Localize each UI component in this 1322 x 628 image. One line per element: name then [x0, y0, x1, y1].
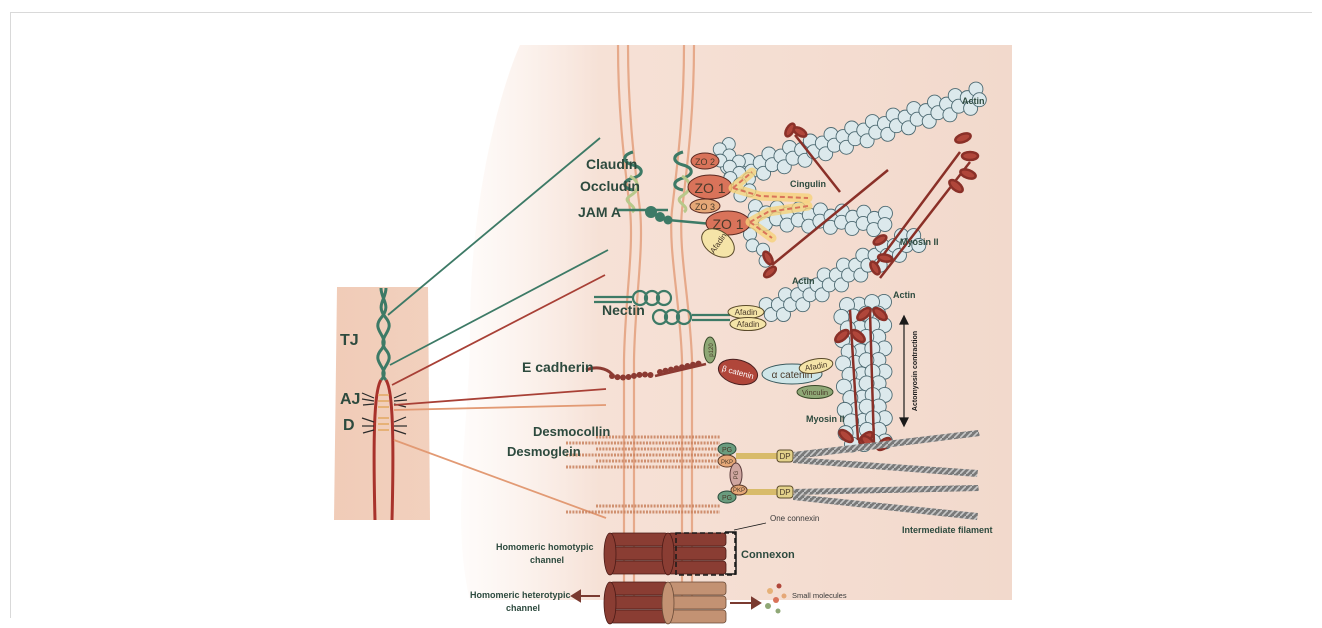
cadherin-domain — [609, 373, 615, 379]
connexin-subunit — [610, 610, 668, 623]
cadherin-domain — [631, 373, 637, 379]
d-label: D — [343, 417, 355, 434]
connexon-label: Connexon — [741, 549, 795, 561]
connexin-subunit — [668, 596, 726, 609]
pkp-1-label: PKP — [721, 460, 733, 466]
gap-junction-homotypic — [604, 533, 726, 575]
claudin-label: Claudin — [586, 156, 637, 172]
pkp-2-label: PKP — [733, 488, 745, 494]
cadherin-domain — [679, 364, 685, 370]
cadherin-domain — [642, 372, 648, 378]
actomyosin-label: Actomyosin contraction — [912, 331, 919, 411]
zo3-label: ZO 3 — [695, 202, 715, 212]
desmocollin-label: Desmocollin — [533, 424, 610, 439]
occludin-label: Occludin — [580, 178, 640, 194]
connexin-subunit — [610, 582, 668, 595]
dp-1-label: DP — [779, 452, 790, 461]
connexon-end — [662, 533, 674, 575]
cadherin-domain — [648, 372, 654, 378]
cadherin-domain — [615, 374, 621, 380]
connexon-end — [604, 533, 616, 575]
heterotypic-label-line1: Homomeric heterotypic — [470, 590, 571, 600]
homotypic-label-line2: channel — [530, 555, 564, 565]
actin-right-label: Actin — [893, 290, 916, 300]
jam-a-label: JAM A — [578, 204, 621, 220]
connexon-end — [662, 582, 674, 624]
aj-label: AJ — [340, 391, 360, 408]
myosin-mid-label: Myosin II — [806, 414, 845, 424]
desmoglein-label: Desmoglein — [507, 444, 581, 459]
connexin-subunit — [610, 547, 668, 560]
actin-monomer — [878, 218, 892, 232]
connexin-subunit — [610, 596, 668, 609]
dp-2-label: DP — [779, 488, 790, 497]
vinculin-label: Vinculin — [802, 388, 828, 397]
connexon-end — [604, 582, 616, 624]
intermediate-filament-label: Intermediate filament — [902, 525, 993, 535]
connexin-subunit — [610, 533, 668, 546]
myosin-top-label: Myosin II — [900, 237, 939, 247]
connexin-subunit — [668, 582, 726, 595]
p120-label: p120 — [709, 343, 715, 357]
connexin-subunit — [610, 561, 668, 574]
zo1-top-label: ZO 1 — [694, 180, 725, 196]
afadin-nectin-2-label: Afadin — [737, 320, 760, 329]
cadherin-domain — [657, 369, 663, 375]
pg-1-label: PG — [722, 447, 732, 454]
e-cadherin-label: E cadherin — [522, 359, 594, 375]
pg-2-label: PG — [734, 470, 740, 479]
actin-top-label: Actin — [962, 96, 985, 106]
tj-label: TJ — [340, 332, 359, 349]
one-connexin-label: One connexin — [770, 514, 819, 523]
homotypic-label-line1: Homomeric homotypic — [496, 542, 594, 552]
cadherin-domain — [690, 362, 696, 368]
gap-junction-heterotypic — [604, 582, 726, 624]
zo2-label: ZO 2 — [695, 157, 715, 167]
pg-3-label: PG — [722, 495, 732, 502]
cadherin-domain — [685, 363, 691, 369]
small-molecules-label: Small molecules — [792, 591, 847, 600]
afadin-nectin-1-label: Afadin — [735, 308, 758, 317]
cingulin-label: Cingulin — [790, 179, 826, 189]
actin-mid-label: Actin — [792, 276, 815, 286]
cadherin-domain — [626, 374, 632, 380]
cadherin-domain — [696, 361, 702, 367]
nectin-label: Nectin — [602, 302, 645, 318]
cadherin-domain — [674, 365, 680, 371]
cadherin-domain — [620, 374, 626, 380]
connexin-subunit — [668, 610, 726, 623]
cadherin-domain — [637, 372, 643, 378]
cadherin-domain — [663, 368, 669, 374]
cadherin-domain — [668, 367, 674, 373]
heterotypic-label-line2: channel — [506, 603, 540, 613]
